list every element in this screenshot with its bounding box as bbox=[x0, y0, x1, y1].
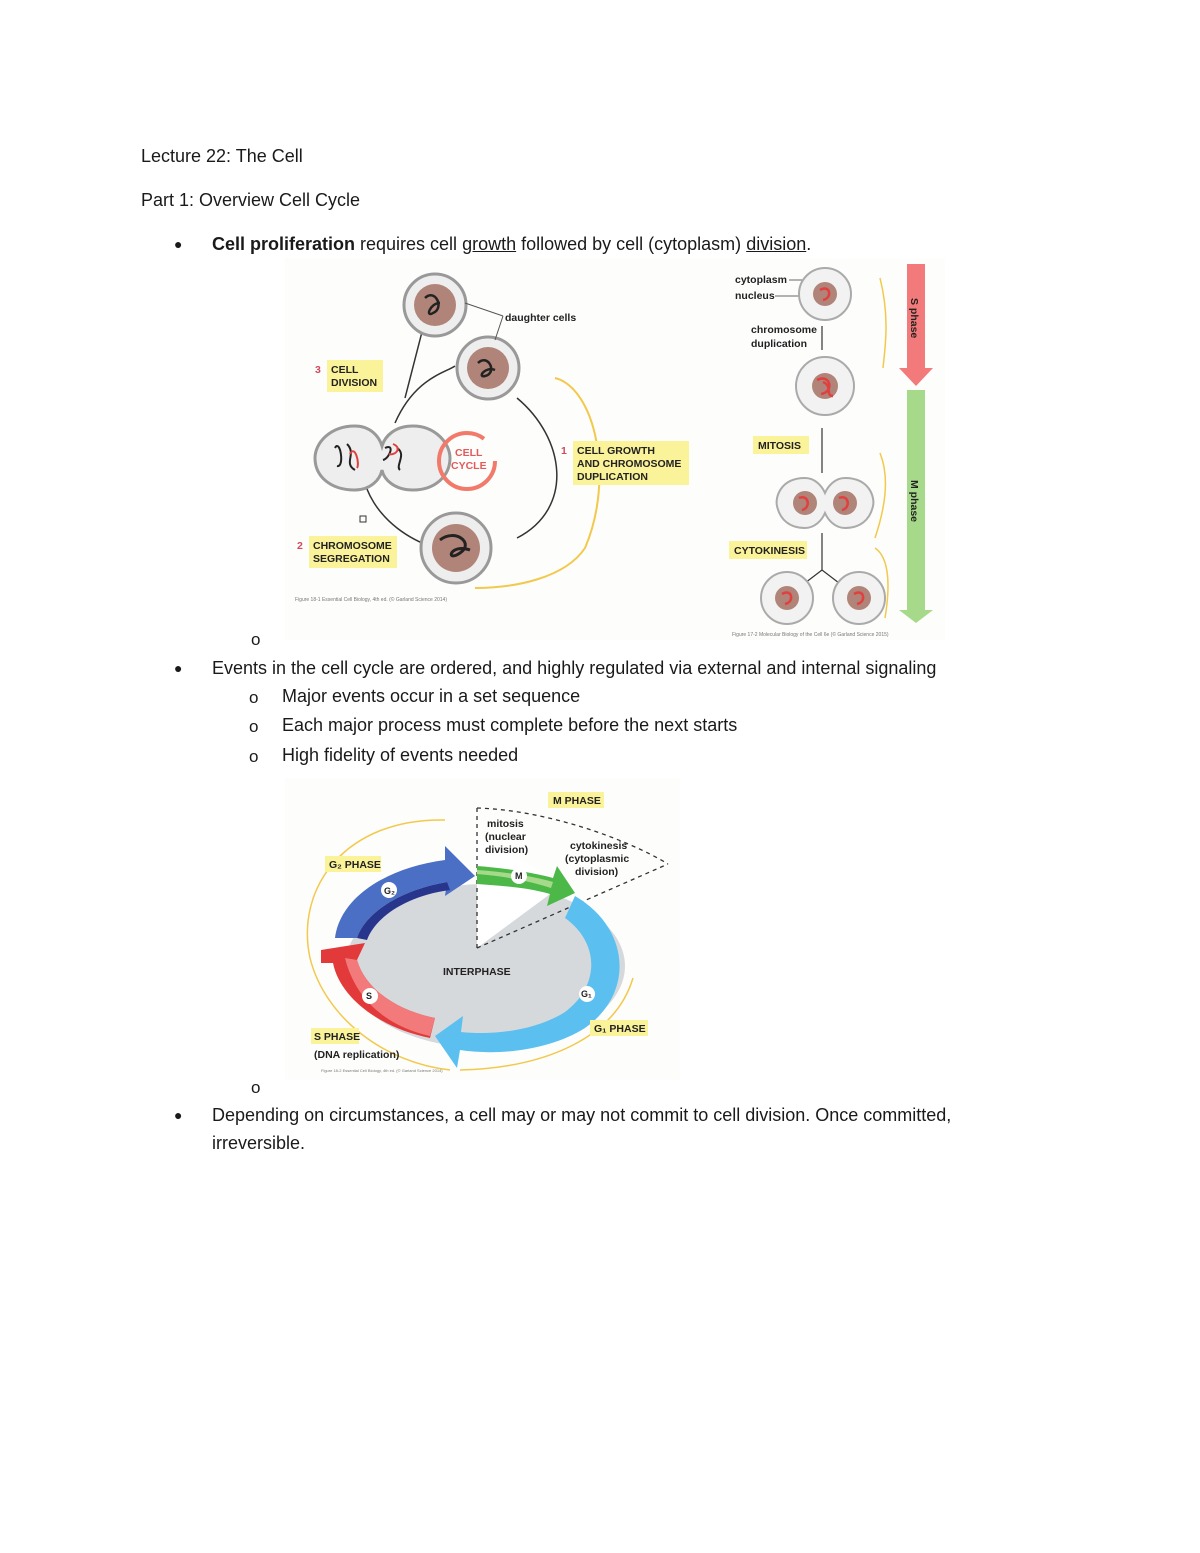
bold-term: Cell proliferation bbox=[212, 234, 356, 254]
part-heading: Part 1: Overview Cell Cycle bbox=[141, 190, 361, 210]
cytokinesis-label: (cytoplasmic bbox=[565, 853, 629, 865]
cell-cycle-figure: daughter cells 3 CELL DIVISION CELL CYCL… bbox=[285, 258, 945, 640]
interphase-region bbox=[345, 884, 625, 1048]
g1-arrow bbox=[435, 896, 620, 1068]
m-badge: M bbox=[515, 871, 523, 881]
figure3-caption: Figure 18-2 Essential Cell Biology, 4th … bbox=[321, 1068, 443, 1073]
cytokinesis-label: division) bbox=[575, 866, 618, 878]
step3-label: DIVISION bbox=[331, 377, 377, 389]
step1-label: AND CHROMOSOME bbox=[577, 458, 681, 470]
daughter-cells-label: daughter cells bbox=[505, 312, 576, 324]
step1-number: 1 bbox=[561, 445, 567, 457]
s-badge: S bbox=[366, 991, 372, 1001]
text-segment: . bbox=[806, 234, 812, 254]
interphase-label: INTERPHASE bbox=[443, 966, 511, 978]
step2-label: CHROMOSOME bbox=[313, 540, 392, 552]
mitosis-label: mitosis bbox=[487, 818, 524, 830]
nucleus-label: nucleus bbox=[735, 290, 775, 302]
g2-arrow bbox=[335, 846, 475, 938]
chromosome-label: duplication bbox=[751, 338, 807, 350]
sub-bullet-text: Each major process must complete before … bbox=[282, 715, 738, 735]
sub-bullet-text: Major events occur in a set sequence bbox=[282, 686, 581, 706]
mitosis-label: division) bbox=[485, 844, 528, 856]
step1-label: CELL GROWTH bbox=[577, 445, 655, 457]
mitosis-label: MITOSIS bbox=[758, 440, 801, 452]
bullet-dot: ● bbox=[174, 236, 183, 252]
sub-bullet-marker: o bbox=[249, 747, 259, 766]
underlined-term: growth bbox=[462, 234, 517, 254]
sub-bullet-marker: o bbox=[251, 630, 261, 649]
sub-bullet-marker: o bbox=[249, 688, 259, 707]
s-phase-label: S PHASE bbox=[314, 1031, 360, 1043]
step3-number: 3 bbox=[315, 364, 321, 376]
g2-badge: G₂ bbox=[384, 886, 395, 896]
cell-cycle-center: CELL bbox=[455, 447, 483, 459]
chromosome-label: chromosome bbox=[751, 324, 817, 336]
lecture-title: Lecture 22: The Cell bbox=[141, 146, 303, 166]
cytoplasm-label: cytoplasm bbox=[735, 274, 787, 286]
g2-phase-label: G₂ PHASE bbox=[329, 859, 381, 871]
g1-phase-label: G₁ PHASE bbox=[594, 1023, 646, 1035]
step1-label: DUPLICATION bbox=[577, 471, 648, 483]
s-phase-bar bbox=[907, 264, 925, 368]
cytokinesis-label: CYTOKINESIS bbox=[734, 545, 805, 557]
mitosis-label: (nuclear bbox=[485, 831, 526, 843]
underlined-term: division bbox=[746, 234, 807, 254]
step3-label: CELL bbox=[331, 364, 359, 376]
cell-cycle-center: CYCLE bbox=[451, 460, 487, 472]
bullet-dot: ● bbox=[174, 1107, 183, 1123]
step2-label: SEGREGATION bbox=[313, 553, 390, 565]
bullet-cell-proliferation: Cell proliferation requires cell growth … bbox=[212, 233, 811, 255]
mitosis-panel: cytoplasm nucleus chromosome duplication… bbox=[729, 264, 933, 638]
bullet-commit-division-cont: irreversible. bbox=[212, 1133, 306, 1153]
g1-badge: G₁ bbox=[581, 989, 592, 999]
m-phase-label: M PHASE bbox=[553, 795, 601, 807]
text-segment: followed by cell (cytoplasm) bbox=[516, 234, 747, 254]
dna-replication-label: (DNA replication) bbox=[314, 1049, 399, 1061]
sub-bullet-text: High fidelity of events needed bbox=[282, 745, 519, 765]
figure2-caption: Figure 17-2 Molecular Biology of the Cel… bbox=[732, 631, 889, 638]
text-segment: requires cell bbox=[355, 234, 463, 254]
bullet-dot: ● bbox=[174, 660, 183, 676]
cell-cycle-icon bbox=[437, 431, 497, 491]
cell-cycle-phases-figure: G₂ M S G₁ INTERPHASE M PHASE mitosis (nu… bbox=[285, 778, 680, 1080]
sub-bullet-marker: o bbox=[251, 1078, 261, 1097]
step2-number: 2 bbox=[297, 540, 303, 552]
dividing-cell bbox=[313, 424, 452, 492]
bullet-commit-division: Depending on circumstances, a cell may o… bbox=[212, 1105, 952, 1125]
cytokinesis-label: cytokinesis bbox=[570, 840, 627, 852]
figure1-caption: Figure 18-1 Essential Cell Biology, 4th … bbox=[295, 596, 447, 603]
m-phase-bar bbox=[907, 390, 925, 610]
bullet-events-ordered: Events in the cell cycle are ordered, an… bbox=[212, 658, 937, 678]
m-phase-label: M phase bbox=[908, 480, 920, 522]
sub-bullet-marker: o bbox=[249, 717, 259, 736]
s-phase-label: S phase bbox=[908, 298, 920, 338]
